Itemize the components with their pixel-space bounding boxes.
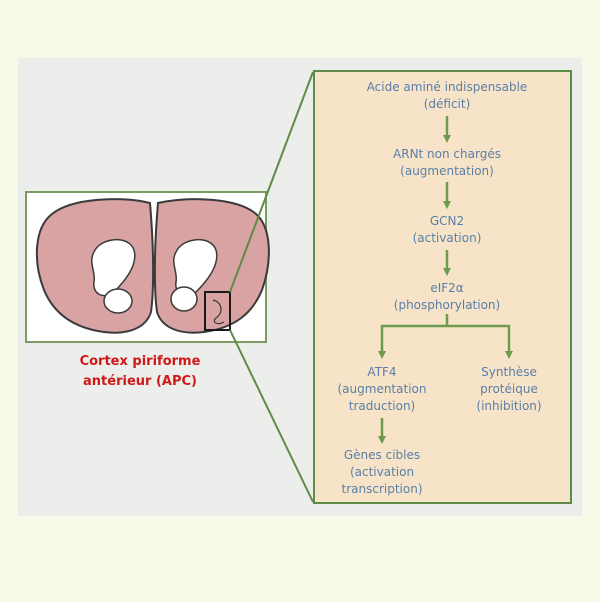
node-synthese-line3: (inhibition)	[476, 399, 542, 413]
cortex-label: Cortex piriforme antérieur (APC)	[60, 352, 220, 392]
node-acide-amine-line2: (déficit)	[423, 97, 471, 111]
node-eif2a-line2: (phosphorylation)	[393, 298, 501, 312]
node-atf4-line1: ATF4	[367, 365, 397, 379]
node-gcn2-line1: GCN2	[429, 214, 465, 228]
node-eif2a-line1: eIF2α	[430, 281, 464, 295]
left-striatum	[103, 288, 133, 314]
node-gcn2: GCN2 (activation)	[382, 213, 512, 247]
node-genes-cibles-line2: (activation	[349, 465, 415, 479]
node-synthese-line2: protéique	[480, 382, 538, 396]
node-acide-amine: Acide aminé indispensable (déficit)	[332, 79, 562, 113]
node-genes-cibles-line1: Gènes cibles	[343, 448, 421, 462]
node-genes-cibles: Gènes cibles (activation transcription)	[327, 447, 437, 498]
node-atf4: ATF4 (augmentation traduction)	[322, 364, 442, 415]
node-arnt-line1: ARNt non chargés	[393, 147, 501, 161]
node-arnt-line2: (augmentation)	[400, 164, 494, 178]
pathway-box	[313, 70, 572, 504]
apc-highlight-box	[204, 291, 231, 331]
node-eif2a: eIF2α (phosphorylation)	[372, 280, 522, 314]
node-acide-amine-line1: Acide aminé indispensable	[366, 80, 528, 94]
cortex-label-line2: antérieur (APC)	[83, 374, 197, 389]
right-ventricle	[173, 239, 218, 297]
node-synthese-line1: Synthèse	[481, 365, 537, 379]
right-striatum	[170, 286, 198, 312]
node-gcn2-line2: (activation)	[412, 231, 482, 245]
node-genes-cibles-line3: transcription)	[341, 482, 423, 496]
cortex-label-line1: Cortex piriforme	[79, 354, 201, 369]
node-atf4-line2: (augmentation	[337, 382, 427, 396]
node-atf4-line3: traduction)	[348, 399, 416, 413]
apc-region-detail	[212, 299, 225, 325]
node-synthese: Synthèse protéique (inhibition)	[459, 364, 559, 415]
node-arnt: ARNt non chargés (augmentation)	[362, 146, 532, 180]
